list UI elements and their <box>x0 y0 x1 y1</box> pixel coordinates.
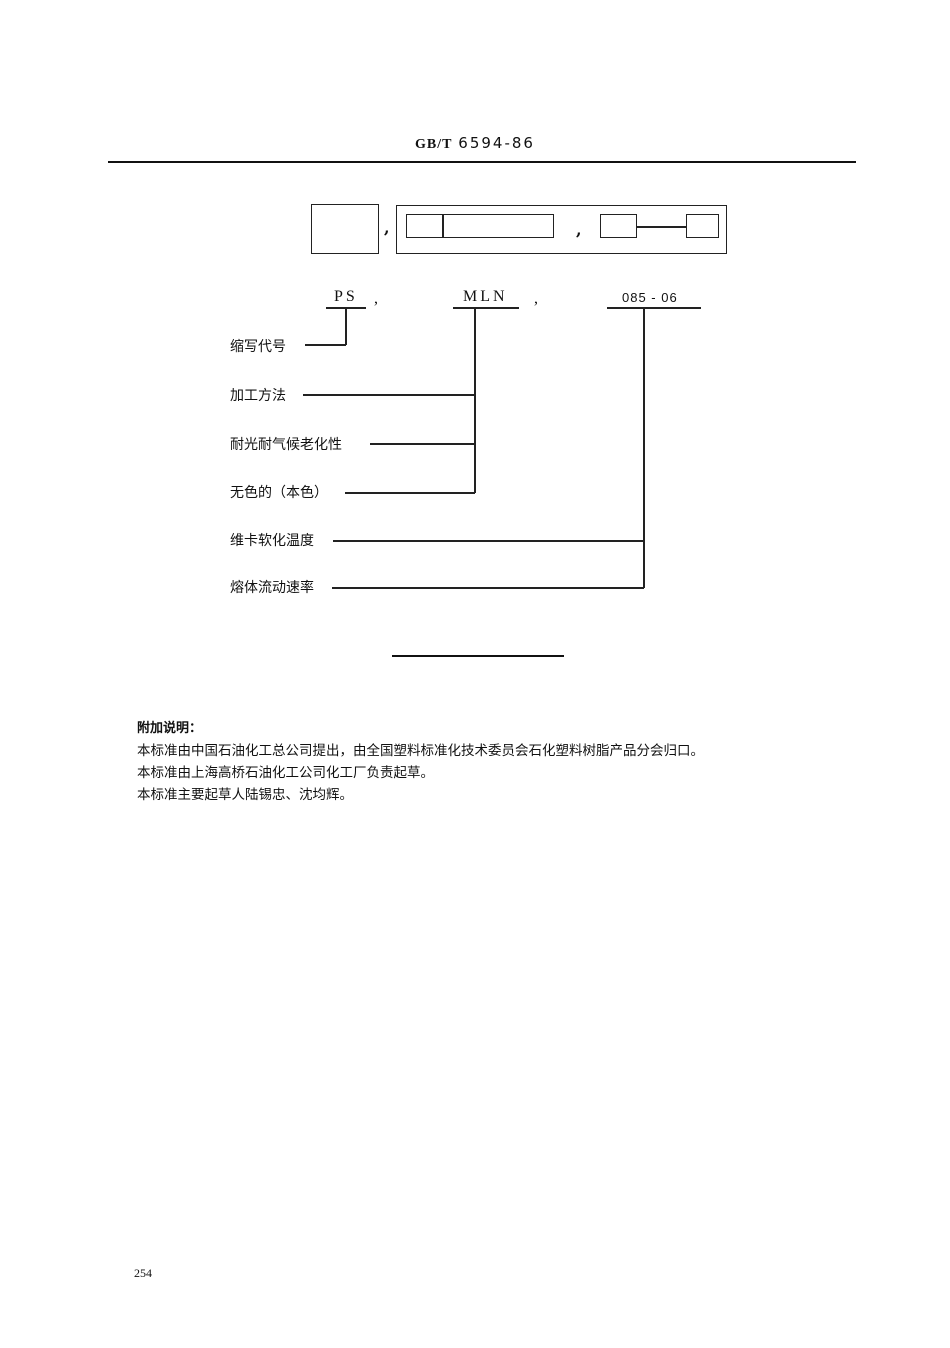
notes-line: 本标准主要起草人陆锡忠、沈均辉。 <box>137 787 353 803</box>
template-box-3b <box>686 214 719 238</box>
section-end-rule <box>392 655 564 657</box>
notes-line: 本标准由中国石油化工总公司提出，由全国塑料标准化技术委员会石化塑料树脂产品分会归… <box>137 743 704 759</box>
template-box-2b <box>442 214 554 238</box>
connector-h-label-2 <box>303 394 475 396</box>
connector-h-label-6 <box>332 587 644 589</box>
code-abbreviation: PS <box>334 288 358 305</box>
template-box-3a <box>600 214 637 238</box>
label-abbreviation: 缩写代号 <box>230 339 286 355</box>
code-underline-2 <box>453 307 519 309</box>
code-comma-2: , <box>534 290 541 307</box>
template-box-outer <box>396 205 727 254</box>
connector-v-mln <box>474 307 476 493</box>
connector-v-values <box>643 307 645 588</box>
standard-number: 6594-86 <box>458 134 535 152</box>
template-box-1 <box>311 204 379 254</box>
header-rule <box>108 161 856 163</box>
label-melt-flow-rate: 熔体流动速率 <box>230 580 314 596</box>
connector-h-label-4 <box>345 492 475 494</box>
connector-v-ps <box>345 307 347 345</box>
additional-notes: 附加说明： 本标准由中国石油化工总公司提出，由全国塑料标准化技术委员会石化塑料树… <box>137 718 704 806</box>
template-box-2a <box>406 214 444 238</box>
label-colorless: 无色的（本色） <box>230 485 328 501</box>
connector-h-label-3 <box>370 443 475 445</box>
code-properties: MLN <box>463 288 508 305</box>
label-processing-method: 加工方法 <box>230 388 286 404</box>
notes-line: 本标准由上海高桥石油化工公司化工厂负责起草。 <box>137 765 434 781</box>
code-comma-1: , <box>374 290 381 307</box>
label-vicat-softening: 维卡软化温度 <box>230 533 314 549</box>
page-number: 254 <box>134 1266 152 1280</box>
code-underline-3 <box>607 307 701 309</box>
connector-h-label-5 <box>333 540 644 542</box>
template-separator-2: , <box>576 220 582 239</box>
code-values: 085 - 06 <box>622 290 678 305</box>
template-connector <box>637 226 687 228</box>
standard-prefix: GB/T <box>415 137 453 152</box>
standard-header: GB/T 6594-86 <box>0 134 950 153</box>
template-separator-1: , <box>384 218 390 237</box>
label-weather-resistance: 耐光耐气候老化性 <box>230 437 342 453</box>
connector-h-label-1 <box>305 344 346 346</box>
notes-heading: 附加说明： <box>137 721 203 736</box>
